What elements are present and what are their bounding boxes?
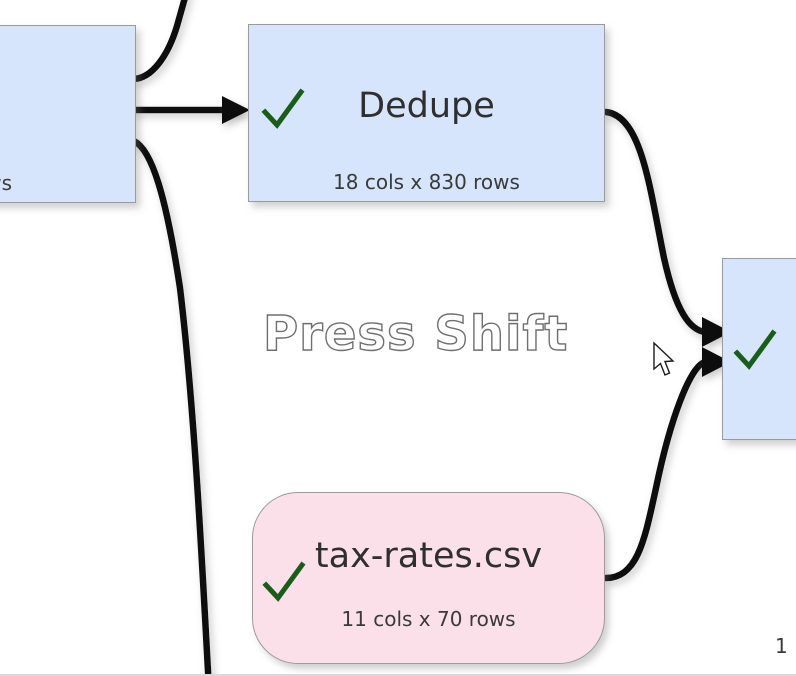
source-node[interactable]: x rows bbox=[0, 25, 136, 203]
dedupe-node-title: Dedupe bbox=[358, 86, 495, 126]
edge-source-to-offscreen-bottom bbox=[130, 137, 212, 674]
edge-tax-to-join bbox=[602, 358, 709, 582]
edge-dedupe-to-join bbox=[602, 108, 709, 336]
cursor-arrow-icon bbox=[651, 341, 677, 379]
arrowhead-into-dedupe bbox=[222, 96, 250, 124]
dedupe-node[interactable]: Dedupe 18 cols x 830 rows bbox=[248, 24, 605, 202]
check-icon bbox=[733, 329, 777, 373]
check-icon bbox=[261, 88, 305, 132]
check-icon bbox=[262, 561, 306, 605]
tax-rates-node-title: tax-rates.csv bbox=[314, 536, 543, 576]
tax-rates-node-subtitle: 11 cols x 70 rows bbox=[341, 607, 516, 631]
press-shift-hint: Press Shift bbox=[262, 305, 569, 362]
tax-rates-node[interactable]: tax-rates.csv 11 cols x 70 rows bbox=[252, 492, 605, 664]
dedupe-node-subtitle: 18 cols x 830 rows bbox=[333, 170, 520, 194]
edge-source-to-offscreen-top bbox=[130, 0, 188, 83]
join-node-subtitle: 1 bbox=[775, 634, 788, 658]
source-node-subtitle: x rows bbox=[0, 171, 12, 195]
